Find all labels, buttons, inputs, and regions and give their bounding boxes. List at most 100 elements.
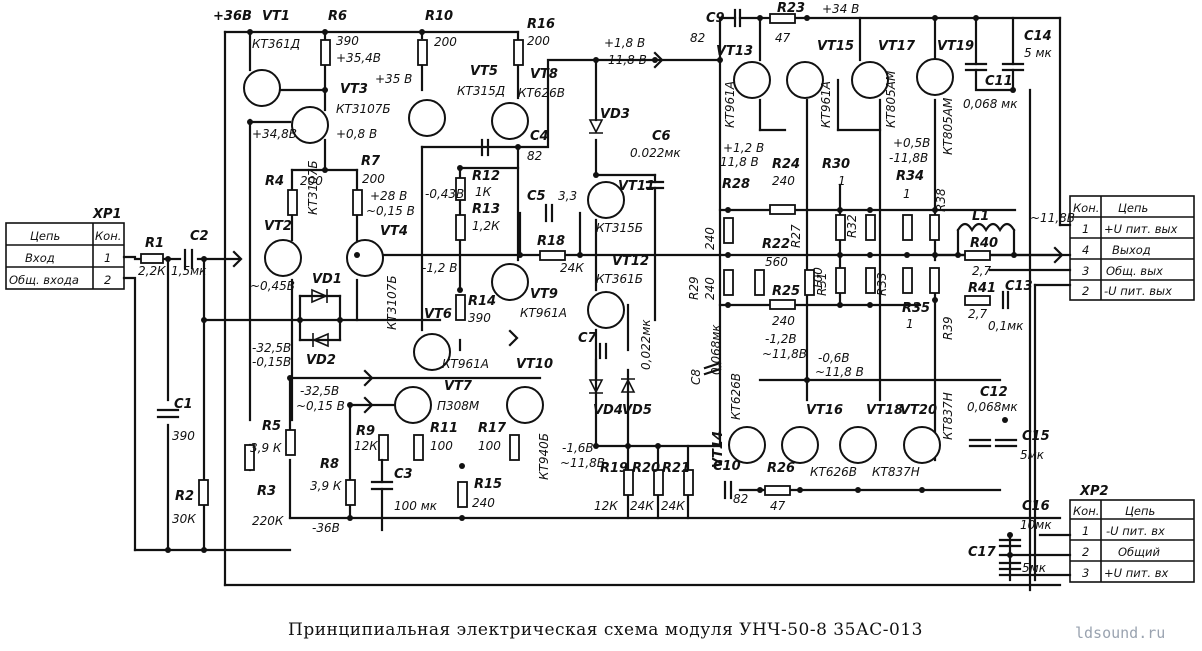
label-vd5: VD5 bbox=[622, 403, 652, 418]
value-c2: 1,5мк bbox=[171, 264, 207, 278]
resistor-r12 bbox=[455, 177, 466, 201]
resistor-r25 bbox=[769, 299, 796, 310]
value-r26: 47 bbox=[770, 499, 786, 513]
type-vt9: КТ961А bbox=[520, 306, 567, 320]
xp1-row-pin: 1 bbox=[104, 251, 111, 265]
resistor-r16 bbox=[513, 39, 524, 66]
voltage-vd3-ac: ~11,8 В bbox=[598, 53, 647, 67]
out-row-circuit: -U пит. вых bbox=[1104, 284, 1172, 298]
voltage-r12: -0,43В bbox=[425, 187, 464, 201]
diagram-caption: Принципиальная электрическая схема модул… bbox=[288, 620, 923, 640]
value-c8: 0,068мк bbox=[709, 324, 723, 375]
transistor-vt3 bbox=[291, 106, 329, 144]
xp2-row-circuit: +U пит. вх bbox=[1104, 566, 1168, 580]
value-c11: 0,068 мк bbox=[963, 97, 1018, 111]
supply-out-stage: +34 В bbox=[822, 2, 859, 16]
resistor-r18 bbox=[539, 250, 566, 261]
value-c12: 0,068мк bbox=[967, 400, 1018, 414]
label-c15: C15 bbox=[1022, 429, 1050, 444]
label-vt6: VT6 bbox=[424, 307, 452, 322]
resistor-r5 bbox=[285, 429, 296, 456]
xp2-header-circuit: Цепь bbox=[1125, 504, 1155, 518]
xp2-row-circuit: -U пит. вх bbox=[1106, 524, 1165, 538]
transistor-vt11 bbox=[587, 181, 625, 219]
label-c12: C12 bbox=[980, 385, 1008, 400]
value-r14: 390 bbox=[468, 311, 491, 325]
label-vt17: VT17 bbox=[878, 39, 916, 54]
label-r29: R29 bbox=[687, 276, 701, 300]
value-c10: 82 bbox=[733, 492, 748, 506]
capacitor-c3 bbox=[370, 458, 394, 532]
resistor-r20 bbox=[653, 469, 664, 496]
label-vd2: VD2 bbox=[306, 353, 336, 368]
label-c7: C7 bbox=[578, 331, 598, 346]
out-row-pin: 4 bbox=[1082, 243, 1089, 257]
voltage-vt13-dc: +1,2 В bbox=[723, 141, 764, 155]
diode-vd1 bbox=[311, 288, 329, 304]
label-r22: R22 bbox=[762, 237, 790, 252]
capacitor-c14 bbox=[974, 16, 1032, 592]
transistor-vt10 bbox=[506, 386, 544, 424]
wires bbox=[122, 16, 1072, 587]
transistors bbox=[243, 58, 954, 464]
voltage-r6: +35,4В bbox=[336, 51, 381, 65]
label-r19: R19 bbox=[600, 461, 628, 476]
xp1-header-circuit: Цепь bbox=[30, 229, 60, 243]
value-r12: 1К bbox=[475, 185, 492, 199]
junctions bbox=[165, 15, 1017, 558]
out-row-pin: 2 bbox=[1082, 284, 1089, 298]
resistors bbox=[140, 13, 991, 508]
resistor-r10 bbox=[417, 39, 428, 66]
transistor-vt8 bbox=[491, 102, 529, 140]
capacitors bbox=[156, 8, 1032, 592]
label-r2: R2 bbox=[175, 489, 194, 504]
type-vt11: КТ315Б bbox=[596, 221, 643, 235]
out-header-circuit: Цепь bbox=[1118, 201, 1148, 215]
xp2-row-pin: 1 bbox=[1082, 524, 1089, 538]
value-r10: 200 bbox=[434, 35, 457, 49]
resistor-r19 bbox=[623, 469, 634, 496]
transistor-vt19 bbox=[916, 58, 954, 96]
out-header-pin: Кон. bbox=[1073, 201, 1099, 215]
out-row-circuit: Выход bbox=[1112, 243, 1151, 257]
label-r18: R18 bbox=[537, 234, 565, 249]
value-r34: 1 bbox=[903, 187, 911, 201]
label-vt15: VT15 bbox=[817, 39, 854, 54]
voltage-vd5-dc: -1,6В bbox=[562, 441, 594, 455]
value-r25: 240 bbox=[772, 314, 795, 328]
label-vd4: VD4 bbox=[593, 403, 623, 418]
label-vt7: VT7 bbox=[444, 379, 473, 394]
label-r15: R15 bbox=[474, 477, 502, 492]
label-c13: C13 bbox=[1005, 279, 1033, 294]
xp1-row-circuit: Общ. входа bbox=[9, 273, 79, 287]
type-vt3: КТ3107Б bbox=[336, 102, 391, 116]
voltage-vt7-b2-ac: ~0,15 В bbox=[296, 399, 345, 413]
label-vt20: VT20 bbox=[900, 403, 937, 418]
capacitor-c15 bbox=[994, 438, 1018, 448]
capacitor-c12 bbox=[968, 438, 992, 448]
type-vt19: КТ805АМ bbox=[941, 97, 955, 155]
transistor-vt2 bbox=[264, 239, 302, 277]
capacitor-c8 bbox=[703, 361, 722, 376]
voltage-vt16-ac: ~11,8 В bbox=[815, 365, 864, 379]
capacitor-c2 bbox=[183, 248, 194, 270]
transistor-vt15 bbox=[786, 61, 824, 99]
label-vt14: VT14 bbox=[711, 431, 726, 468]
label-r10: R10 bbox=[425, 9, 453, 24]
label-r38: R38 bbox=[934, 188, 948, 212]
label-r27: R27 bbox=[789, 224, 803, 248]
voltage-r10: +35 В bbox=[375, 72, 412, 86]
label-r4: R4 bbox=[265, 174, 284, 189]
signal-arrows bbox=[232, 51, 1064, 414]
type-vt8: КТ626В bbox=[518, 86, 565, 100]
value-c16: 10мк bbox=[1020, 518, 1052, 532]
voltage-vt3-base: +34,8В bbox=[252, 127, 297, 141]
resistor-r40 bbox=[964, 250, 991, 261]
xp1-label: XP1 bbox=[92, 207, 122, 222]
connector-xp2: XP2 Кон. Цепь 1 -U пит. вх 2 Общий 3 +U … bbox=[1069, 484, 1195, 583]
value-r41: 2,7 bbox=[968, 307, 987, 321]
label-vd1: VD1 bbox=[312, 272, 342, 287]
resistor-r11 bbox=[413, 434, 424, 461]
value-r16: 200 bbox=[527, 34, 550, 48]
resistor-r21 bbox=[683, 469, 694, 496]
